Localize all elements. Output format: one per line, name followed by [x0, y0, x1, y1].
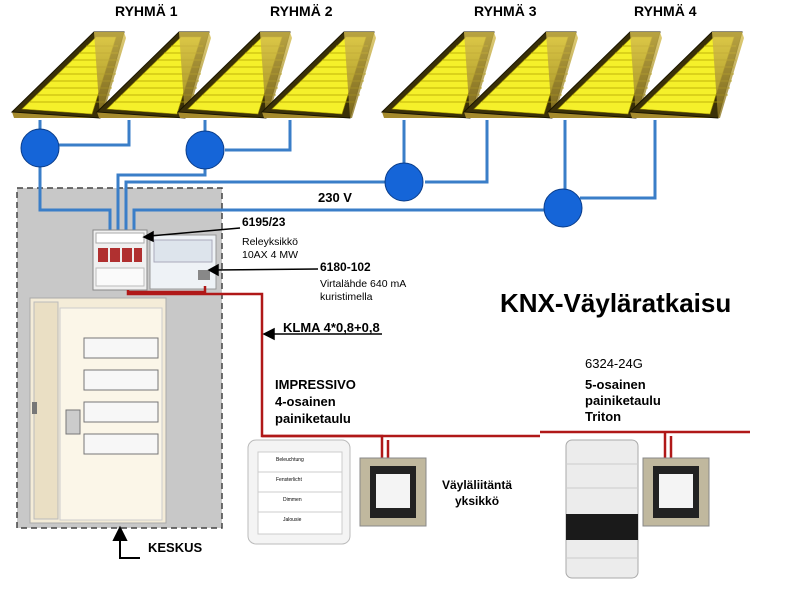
group-label-2: RYHMÄ 2	[270, 3, 333, 19]
page-title: KNX-Väyläratkaisu	[500, 288, 732, 318]
panel2-line2: 5-osainen	[585, 377, 646, 392]
triton-panel	[565, 439, 639, 579]
interface-line2: yksikkö	[455, 494, 500, 508]
switch-label-4: Jalousie	[283, 517, 302, 523]
callout-arrows	[142, 227, 319, 277]
relay-unit	[92, 229, 148, 291]
relay-desc-1: Releyksikkö	[242, 236, 299, 248]
switch-label-3: Dimmen	[283, 497, 302, 503]
junction-node-2	[185, 130, 225, 170]
panel2-line3: painiketaulu	[585, 393, 661, 408]
impressivo-panel	[247, 439, 351, 545]
panel2-code: 6324-24G	[585, 356, 643, 371]
power-code: 6180-102	[320, 260, 371, 274]
bus-interface-unit-2	[642, 457, 710, 527]
relay-desc-2: 10AX 4 MW	[242, 249, 299, 261]
junction-node-3	[384, 162, 424, 202]
junction-nodes	[20, 128, 583, 228]
power-desc-2: kuristimella	[320, 291, 373, 303]
group-label-4: RYHMÄ 4	[634, 3, 697, 19]
relay-code: 6195/23	[242, 215, 286, 229]
group-label-3: RYHMÄ 3	[474, 3, 537, 19]
cable-label: KLMA 4*0,8+0,8	[283, 320, 380, 335]
voltage-label: 230 V	[318, 190, 352, 205]
panel1-line3: painiketaulu	[275, 411, 351, 426]
interface-line1: Väyläliitäntä	[442, 478, 513, 492]
power-desc-1: Virtalähde 640 mA	[320, 278, 407, 290]
panel1-line2: 4-osainen	[275, 394, 336, 409]
keskus-label: KESKUS	[148, 540, 203, 555]
power-supply-unit	[149, 234, 217, 290]
panel2-line4: Triton	[585, 409, 622, 424]
bus-interface-unit-1	[359, 457, 427, 527]
distribution-cabinet	[29, 297, 167, 524]
junction-node-1	[20, 128, 60, 168]
junction-node-4	[543, 188, 583, 228]
panel1-line1: IMPRESSIVO	[275, 377, 356, 392]
switch-label-2: Fensterlicht	[276, 477, 302, 483]
bus-cable	[126, 286, 750, 460]
keskus-arrow	[112, 525, 140, 559]
group-label-1: RYHMÄ 1	[115, 3, 178, 19]
switch-label-1: Beleuchtung	[276, 457, 304, 463]
klma-arrow	[262, 327, 382, 341]
